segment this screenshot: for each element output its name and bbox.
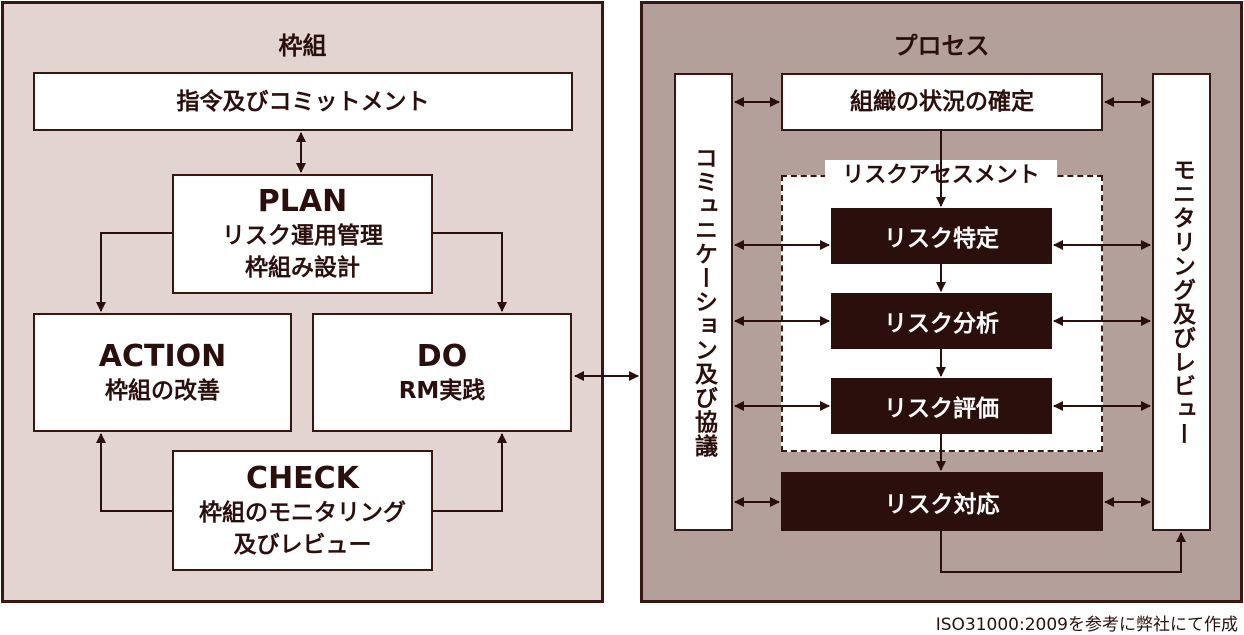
plan-line2: 枠組み設計	[245, 255, 360, 281]
source-footnote: ISO31000:2009を参考に弊社にて作成	[935, 615, 1238, 635]
plan-to-do-arrow	[433, 232, 507, 312]
check-line1: 枠組のモニタリング	[199, 499, 406, 526]
check-line2: 及びレビュー	[233, 531, 372, 558]
do-heading: DO	[416, 338, 468, 374]
communication-box: コミュニケーション及び協議	[674, 73, 733, 531]
risk-identification-label: リスク特定	[884, 226, 999, 252]
context-box: 組織の状況の確定	[781, 73, 1103, 131]
commitment-label: 指令及びコミットメント	[176, 88, 430, 115]
plan-box: PLAN リスク運用管理 枠組み設計	[172, 174, 433, 294]
context-label: 組織の状況の確定	[850, 89, 1034, 115]
check-box: CHECK 枠組のモニタリング 及びレビュー	[172, 450, 433, 571]
action-heading: ACTION	[98, 338, 227, 374]
communication-label: コミュニケーション及び協議	[690, 146, 717, 458]
risk-identification-box: リスク特定	[831, 208, 1052, 264]
commitment-box: 指令及びコミットメント	[33, 72, 573, 131]
monitoring-label: モニタリング及びレビュー	[1168, 158, 1195, 446]
plan-to-action-arrow	[96, 232, 172, 312]
action-box: ACTION 枠組の改善	[33, 313, 292, 432]
do-box: DO RM実践	[312, 313, 572, 432]
risk-treatment-label: リスク対応	[884, 491, 1000, 518]
do-line1: RM実践	[398, 377, 486, 404]
check-to-action-arrow	[96, 433, 172, 512]
check-to-do-arrow	[433, 433, 507, 512]
treatment-to-monitoring-arrow	[940, 531, 1186, 573]
risk-analysis-box: リスク分析	[831, 293, 1052, 349]
plan-heading: PLAN	[257, 184, 348, 219]
risk-evaluation-box: リスク評価	[831, 378, 1052, 434]
monitoring-box: モニタリング及びレビュー	[1152, 73, 1211, 531]
risk-analysis-label: リスク分析	[884, 311, 999, 337]
check-heading: CHECK	[246, 460, 359, 496]
plan-line1: リスク運用管理	[222, 223, 383, 249]
process-title: プロセス	[893, 32, 990, 60]
action-line1: 枠組の改善	[105, 377, 220, 404]
framework-title: 枠組	[278, 32, 327, 60]
risk-treatment-box: リスク対応	[781, 472, 1103, 531]
risk-evaluation-label: リスク評価	[884, 396, 999, 422]
